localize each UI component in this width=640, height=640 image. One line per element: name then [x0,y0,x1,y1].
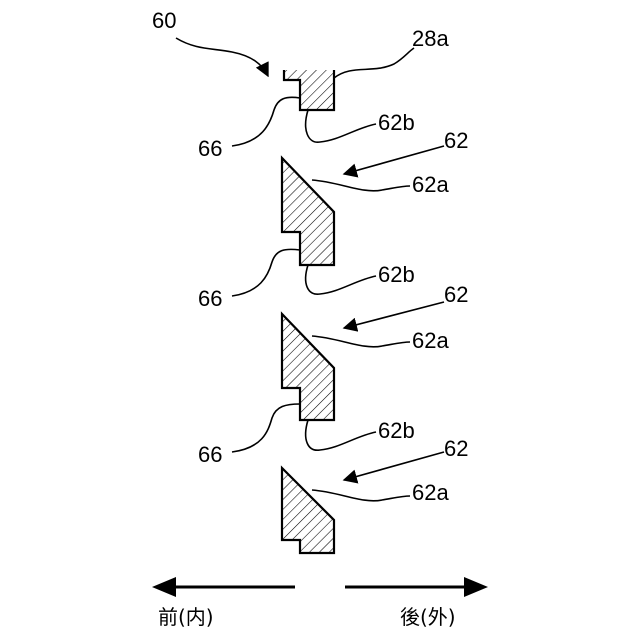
leader-62a-first [312,180,410,191]
rear-direction-label: 後(外) [400,605,456,629]
label-28a: 28a [412,26,449,51]
arrow-62-second [344,302,444,328]
leader-62b-third [306,420,376,450]
label-62-third: 62 [444,436,468,461]
label-62-first: 62 [444,128,468,153]
leader-62a-third [312,490,410,501]
label-62a-third: 62a [412,480,449,505]
label-62a-second: 62a [412,328,449,353]
label-62a-first: 62a [412,172,449,197]
label-62b-third: 62b [378,418,415,443]
arrow-62-third [344,452,444,480]
label-66-second: 66 [198,286,222,311]
leader-60 [176,38,268,76]
leader-66-second [232,249,300,296]
member-28a [284,70,334,110]
label-66-third: 66 [198,442,222,467]
label-60: 60 [152,8,176,33]
label-62b-second: 62b [378,262,415,287]
leader-62b-first [306,110,376,142]
label-66-first: 66 [198,136,222,161]
leader-66-third [232,404,300,452]
rear-arrowhead [464,577,488,597]
label-62b-first: 62b [378,110,415,135]
leader-62b-second [306,265,376,294]
front-direction-label: 前(内) [158,605,214,629]
front-arrowhead [152,577,176,597]
leader-66-first [232,97,300,146]
leader-62a-second [312,336,410,347]
label-62-second: 62 [444,282,468,307]
leader-28a [334,48,414,78]
arrow-62-first [344,146,444,174]
section-62-third [282,468,334,553]
